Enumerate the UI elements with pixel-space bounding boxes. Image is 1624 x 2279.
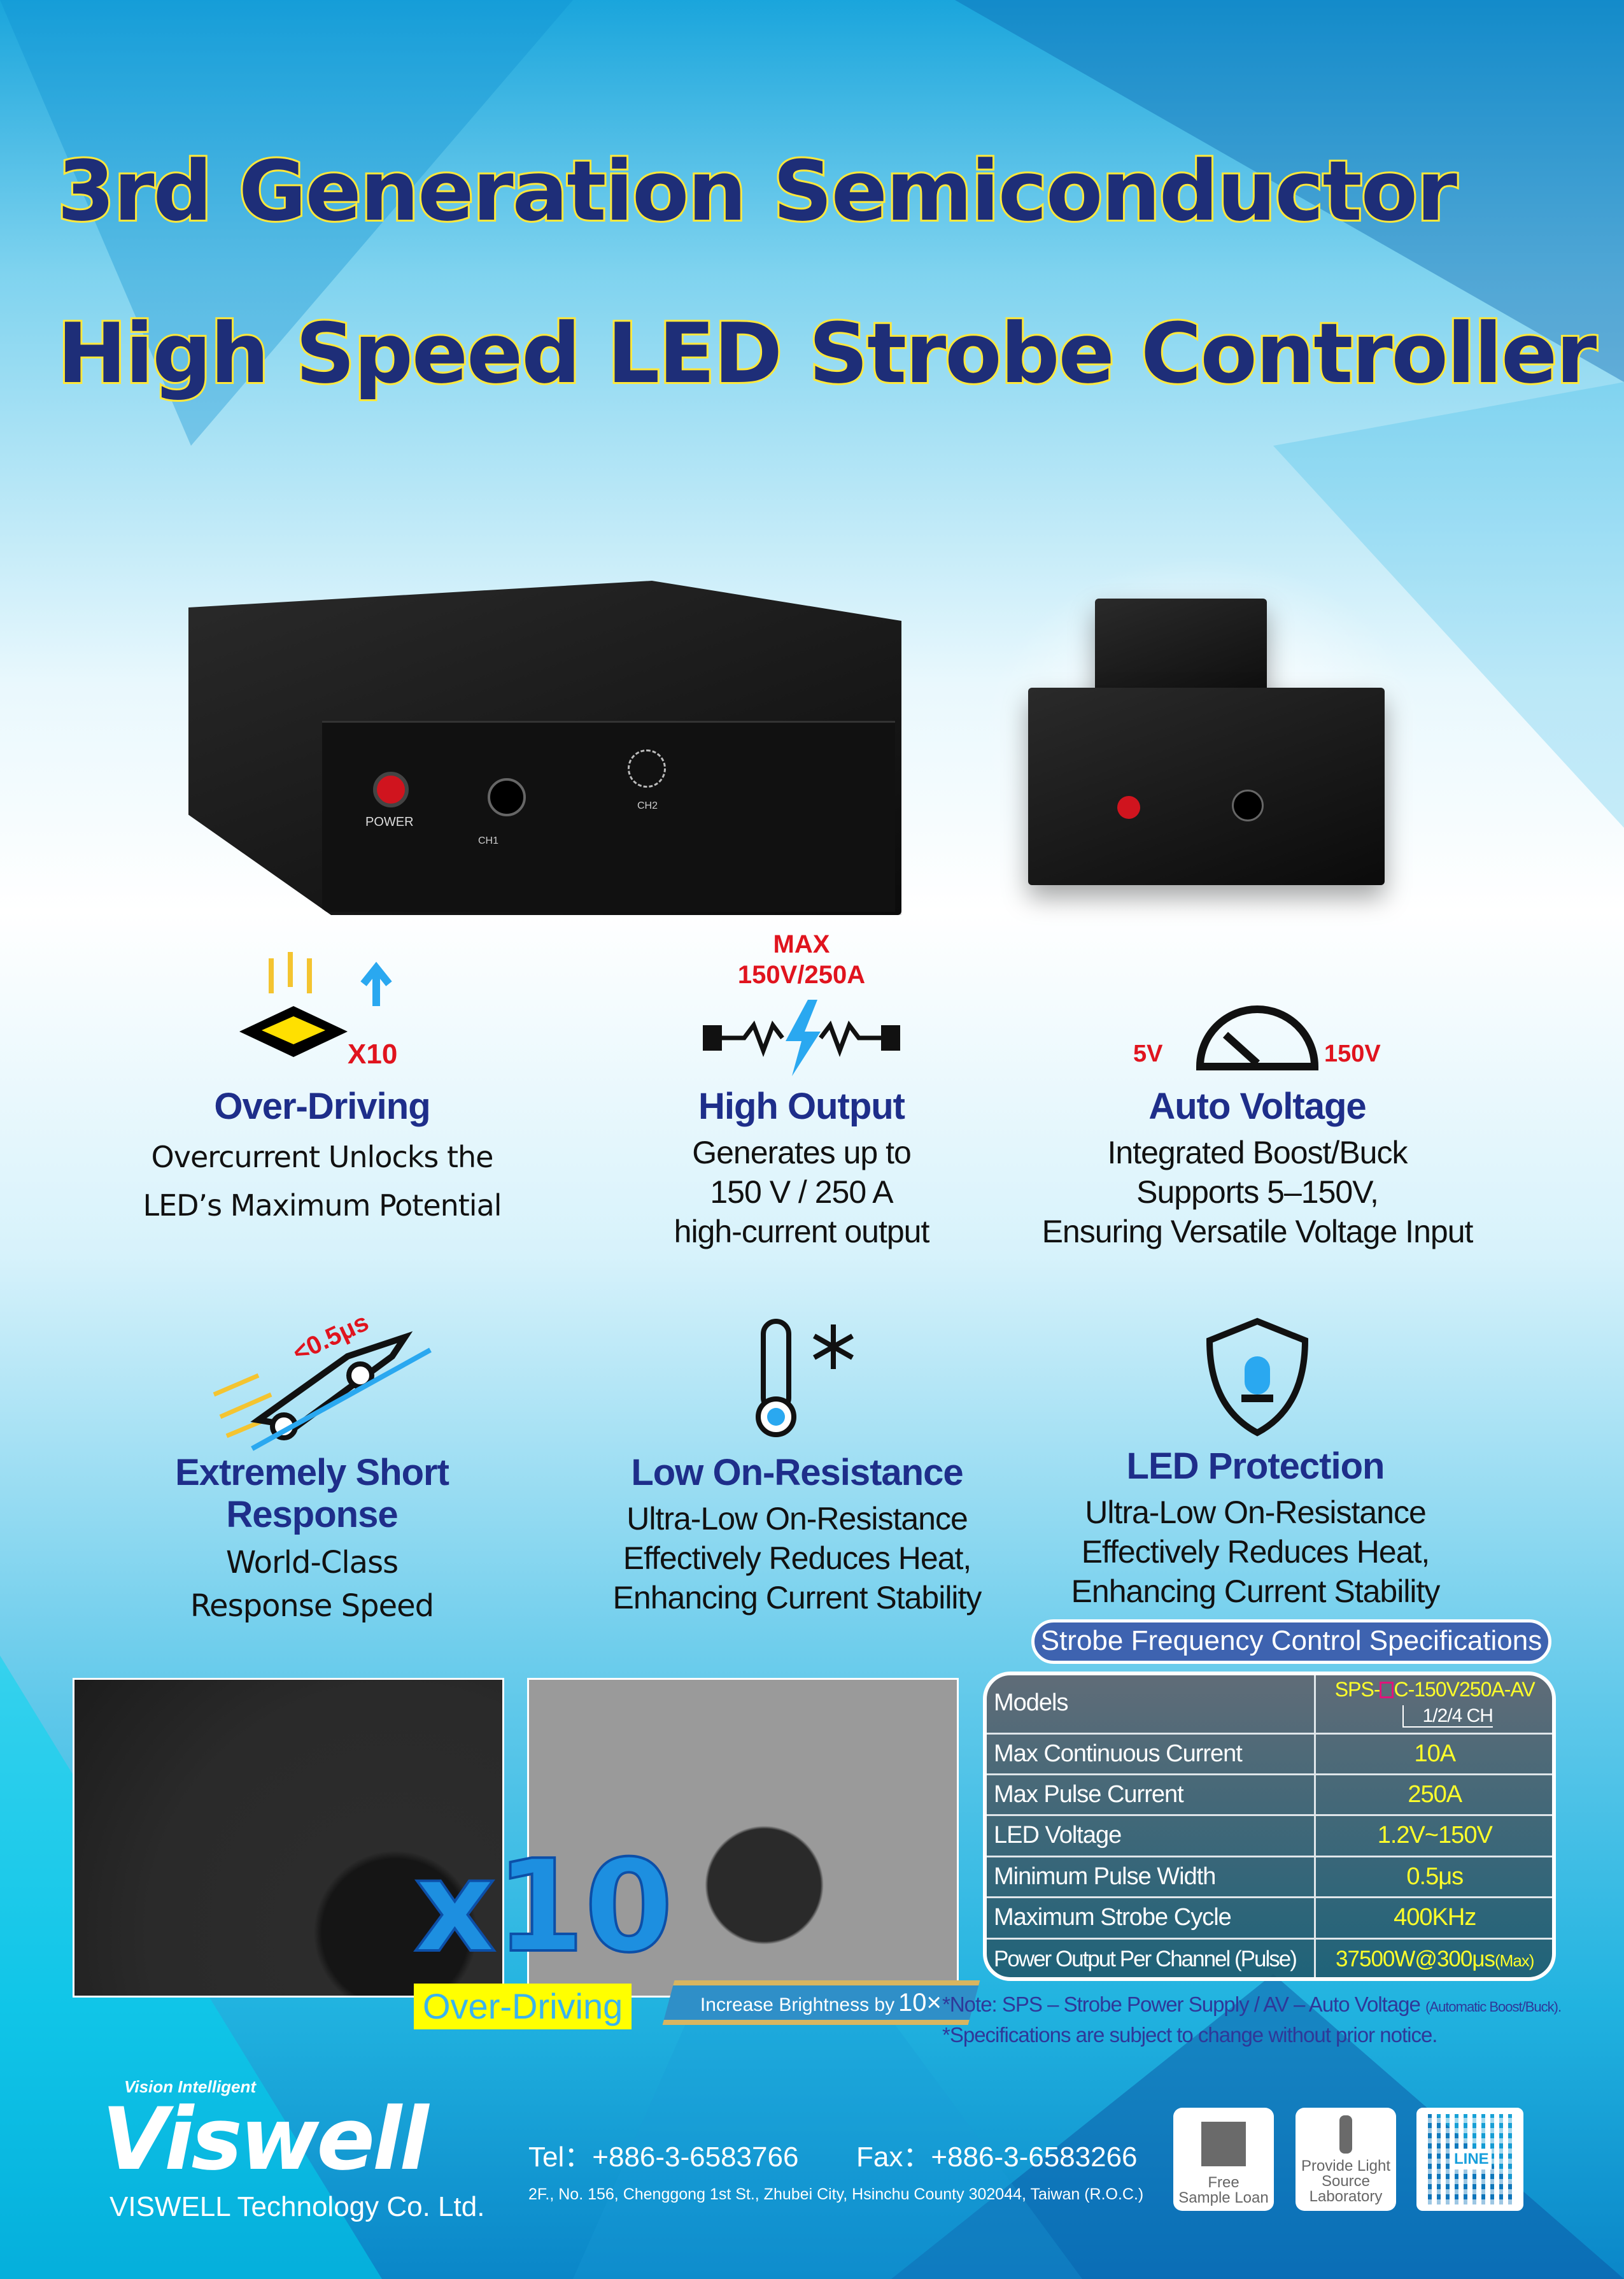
feature-line: Ensuring Versatile Voltage Input [1041, 1214, 1474, 1249]
spec-notes: *Note: SPS – Strobe Power Supply / AV – … [942, 1992, 1617, 2048]
title-line-2: High Speed LED Strobe Controller [55, 304, 1599, 403]
product-image-2ch-controller: POWER CH1 CH2 [188, 581, 901, 915]
gauge-icon: 5V 150V [1133, 1005, 1381, 1070]
feature-title: Over-Driving [214, 1086, 430, 1127]
feature-title: LED Protection [1126, 1445, 1385, 1487]
ch1-knob [488, 778, 526, 816]
ch2-dial [628, 749, 666, 788]
product-image-1ch-controller [1028, 688, 1385, 885]
feature-line: Generates up to [692, 1135, 912, 1170]
feature-line: Effectively Reduces Heat, [623, 1540, 972, 1576]
feature-line: Ultra-Low On-Resistance [1085, 1494, 1427, 1530]
feature-line: Response Speed [190, 1588, 434, 1624]
increase-label: Increase Brightness by [700, 1994, 895, 2015]
feature-line: Enhancing Current Stability [1071, 1573, 1441, 1609]
feature-auto-voltage: Auto Voltage Integrated Boost/Buck Suppo… [1034, 1086, 1480, 1251]
x10-badge: X10 [348, 1039, 397, 1070]
company-name: VISWELL Technology Co. Ltd. [109, 2191, 485, 2222]
channel-placeholder-box [1380, 1682, 1394, 1699]
spec-note-2: *Specifications are subject to change wi… [942, 2023, 1437, 2047]
feature-line: Effectively Reduces Heat, [1081, 1534, 1430, 1570]
increase-brightness-banner: Increase Brightness by 10× [662, 1980, 980, 2025]
power-switch [373, 772, 409, 807]
feature-line: World-Class [225, 1545, 399, 1580]
max-label: MAX [773, 930, 830, 958]
race-car-icon: <0.5μs [213, 1308, 432, 1451]
over-driving-label: Over-Driving [414, 1984, 632, 2029]
photo-after [527, 1678, 959, 1998]
feature-line: Ultra-Low On-Resistance [626, 1501, 968, 1537]
ch2-label: CH2 [637, 800, 658, 811]
spec-header: Strobe Frequency Control Specifications [1031, 1619, 1551, 1664]
feature-led-protection: LED Protection Ultra-Low On-Resistance E… [1033, 1445, 1478, 1611]
tel: Tel：+886-3-6583766 [528, 2141, 799, 2173]
spec-label: Models [985, 1673, 1316, 1735]
feature-short-response: Extremely Short Response World-Class Res… [89, 1452, 535, 1628]
x10-multiplier: x10 [413, 1833, 674, 1981]
logo-tagline: Vision Intelligent [124, 2077, 257, 2096]
increase-value: 10× [898, 1989, 942, 2017]
feature-line: high-current output [674, 1214, 930, 1249]
gauge-min-label: 5V [1133, 1040, 1163, 1067]
joystick-icon [1339, 2115, 1352, 2154]
gauge-max-label: 150V [1324, 1040, 1381, 1067]
spec-table: Models SPS-C-150V250A-AV 1/2/4 CH Max Co… [983, 1672, 1556, 1981]
feature-line: 150 V / 250 A [710, 1174, 893, 1210]
spec-model-value: SPS-C-150V250A-AV 1/2/4 CH [1313, 1673, 1554, 1735]
feature-title-line: Response [226, 1494, 398, 1535]
feature-title: Auto Voltage [1148, 1086, 1366, 1127]
feature-line: Supports 5–150V, [1136, 1174, 1379, 1210]
feature-line: Enhancing Current Stability [612, 1580, 982, 1615]
title-line-1: 3rd Generation Semiconductor [55, 141, 1459, 241]
table-row: Models SPS-C-150V250A-AV 1/2/4 CH [985, 1673, 1554, 1735]
feature-over-driving: Over-Driving Overcurrent Unlocks the LED… [99, 1086, 545, 1230]
spec-note-1: *Note: SPS – Strobe Power Supply / AV – … [942, 1992, 1562, 2016]
thermometer-snowflake-icon [756, 1319, 854, 1437]
channel-options: 1/2/4 CH [1402, 1705, 1493, 1728]
feature-title: High Output [698, 1086, 905, 1127]
feature-line: Integrated Boost/Buck [1107, 1135, 1408, 1170]
table-row: Power Output Per Channel (Pulse) 37500W@… [985, 1937, 1554, 1979]
photo-before [73, 1678, 504, 1998]
response-badge: <0.5μs [288, 1308, 373, 1367]
feature-line: LED’s Maximum Potential [143, 1188, 502, 1223]
led-chip-x10-icon: X10 [239, 952, 397, 1070]
power-label: POWER [365, 815, 414, 829]
feature-title-line: Extremely Short [175, 1452, 449, 1493]
line-qr-code[interactable]: LINE [1416, 2108, 1523, 2211]
fax: Fax：+886-3-6583266 [856, 2141, 1138, 2173]
feature-line: Overcurrent Unlocks the [151, 1140, 494, 1174]
output-badge: 150V/250A [737, 961, 866, 989]
address: 2F., No. 156, Chenggong 1st St., Zhubei … [528, 2185, 1144, 2203]
feature-high-output: High Output Generates up to 150 V / 250 … [579, 1086, 1024, 1251]
lightning-resistor-icon [703, 1000, 900, 1076]
ch1-label: CH1 [478, 835, 499, 846]
box-icon [1201, 2122, 1246, 2166]
viswell-logo: Viswell [102, 2089, 429, 2189]
feature-low-on-resistance: Low On-Resistance Ultra-Low On-Resistanc… [574, 1452, 1020, 1617]
shield-led-icon [1206, 1317, 1309, 1437]
feature-title: Low On-Resistance [631, 1452, 963, 1493]
